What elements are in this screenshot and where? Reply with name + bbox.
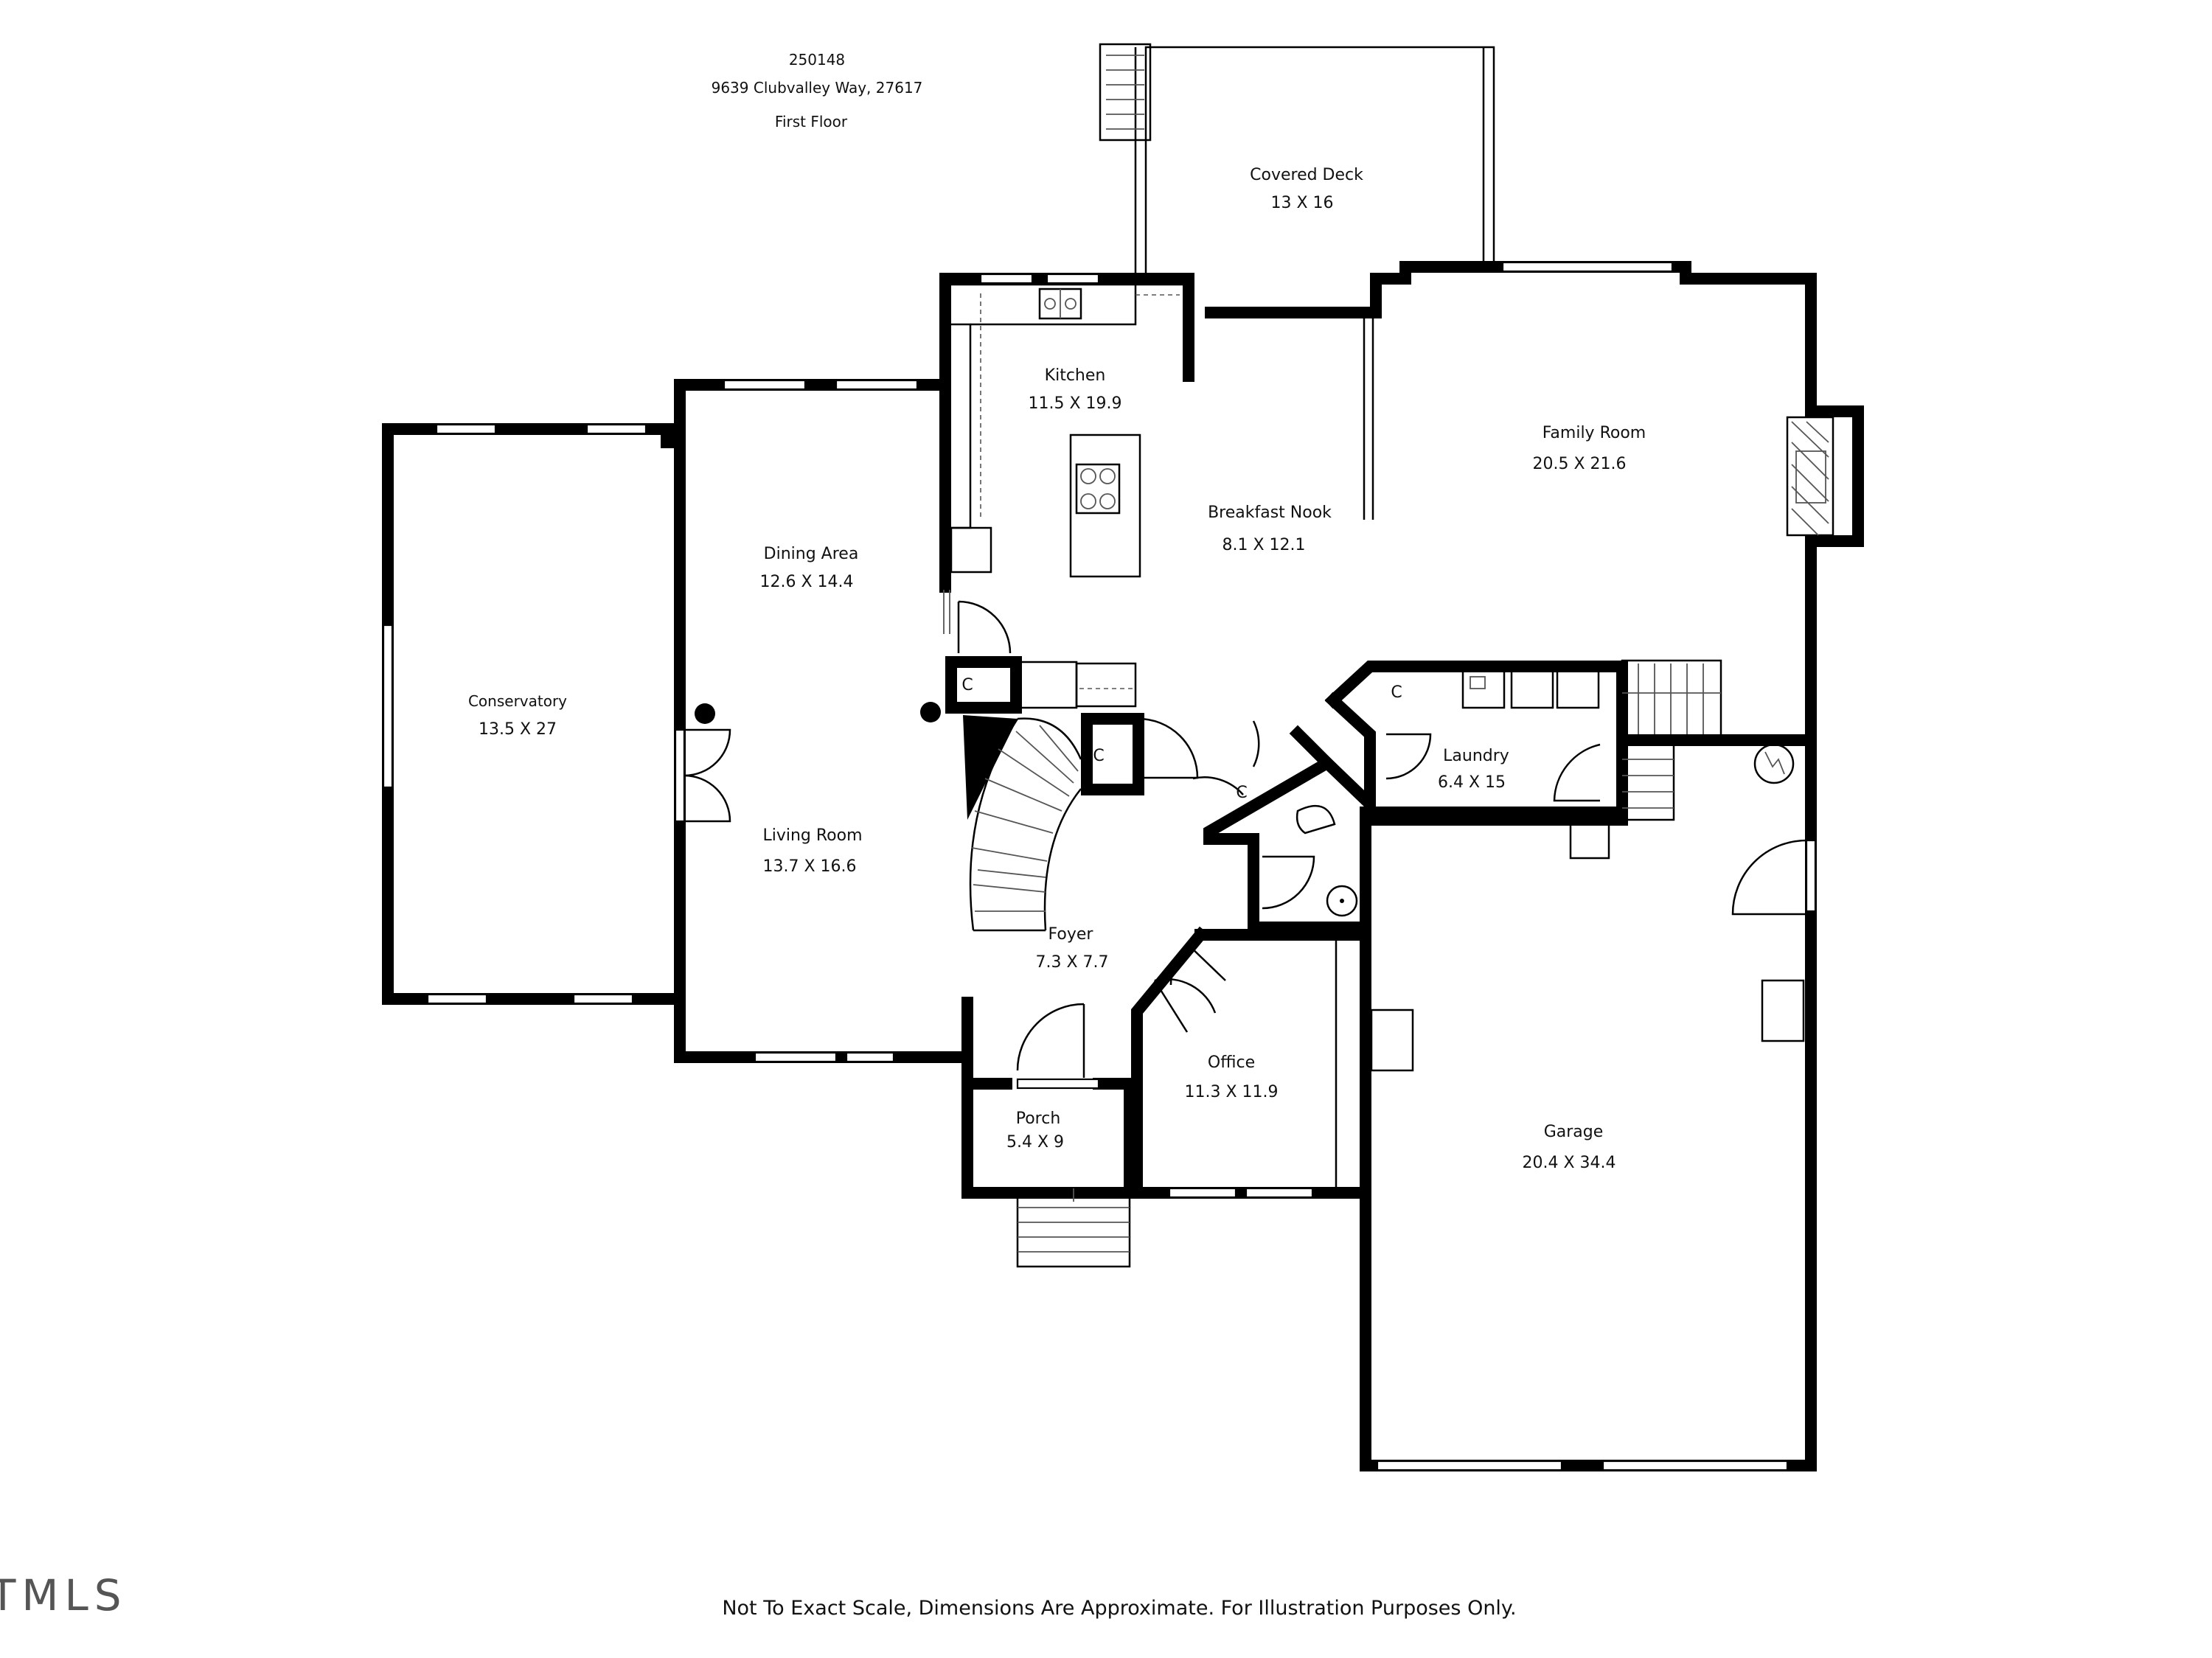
column-icon: [920, 702, 941, 722]
room-dims-living-room: 13.7 X 16.6: [762, 857, 856, 876]
room-dims-kitchen: 11.5 X 19.9: [1028, 394, 1121, 413]
room-name-dining-area: Dining Area: [764, 545, 859, 563]
water-heater-icon: [1753, 743, 1795, 784]
dryer-icon: [1556, 669, 1600, 709]
room-name-office: Office: [1208, 1053, 1255, 1072]
room-dims-laundry: 6.4 X 15: [1438, 773, 1506, 792]
conservatory-walls: [382, 423, 686, 1005]
closet-label: C: [1236, 784, 1247, 802]
closet-label: C: [1093, 747, 1104, 765]
bath-walls: [1203, 725, 1338, 845]
doors: [674, 308, 1807, 1078]
windows: [382, 261, 1817, 1471]
washer-icon: [1510, 669, 1554, 709]
room-name-living-room: Living Room: [762, 826, 862, 845]
closet-label: C: [1391, 683, 1402, 702]
toilet-icon: [1295, 804, 1336, 835]
disclaimer: Not To Exact Scale, Dimensions Are Appro…: [722, 1597, 1516, 1620]
room-dims-family-room: 20.5 X 21.6: [1532, 455, 1626, 473]
room-name-conservatory: Conservatory: [468, 692, 567, 710]
mls-logo-text: TMLS: [0, 1570, 128, 1620]
kitchen-fixtures: [950, 283, 1189, 709]
room-dims-breakfast-nook: 8.1 X 12.1: [1222, 536, 1305, 554]
room-name-foyer: Foyer: [1048, 925, 1094, 944]
room-name-porch: Porch: [1016, 1110, 1061, 1128]
room-name-family-room: Family Room: [1543, 424, 1646, 442]
bath-sink-icon: [1326, 885, 1358, 917]
kitchen-island: [1069, 433, 1141, 578]
family-room-walls: [1343, 261, 1864, 746]
room-name-breakfast-nook: Breakfast Nook: [1208, 504, 1332, 522]
garage-walls: [1360, 734, 1817, 1471]
walls: [382, 261, 1864, 1471]
room-name-kitchen: Kitchen: [1045, 366, 1106, 385]
stairs: [963, 659, 1722, 1268]
room-name-laundry: Laundry: [1443, 747, 1509, 765]
laundry-sink-icon: [1461, 669, 1506, 709]
room-dims-office: 11.3 X 11.9: [1184, 1083, 1278, 1101]
closet-label: C: [961, 676, 973, 694]
room-dims-dining-area: 12.6 X 14.4: [759, 573, 853, 591]
listing-id: 250148: [789, 51, 845, 69]
covered-deck-structure: [1099, 43, 1495, 279]
room-name-covered-deck: Covered Deck: [1250, 166, 1363, 184]
cooktop-icon: [1075, 463, 1121, 515]
room-dims-foyer: 7.3 X 7.7: [1035, 953, 1108, 972]
floor-label: First Floor: [775, 113, 848, 130]
porch-walls: [961, 997, 1143, 1199]
address: 9639 Clubvalley Way, 27617: [712, 79, 923, 97]
room-dims-conservatory: 13.5 X 27: [479, 720, 557, 739]
fireplace-icon: [1786, 416, 1834, 537]
fixtures: [661, 416, 1834, 1191]
room-dims-garage: 20.4 X 34.4: [1522, 1154, 1615, 1172]
room-dims-porch: 5.4 X 9: [1006, 1133, 1064, 1152]
column-icon: [695, 703, 715, 724]
room-dims-covered-deck: 13 X 16: [1270, 194, 1333, 212]
room-name-garage: Garage: [1544, 1123, 1604, 1141]
hall-closet-walls: [945, 656, 1022, 714]
